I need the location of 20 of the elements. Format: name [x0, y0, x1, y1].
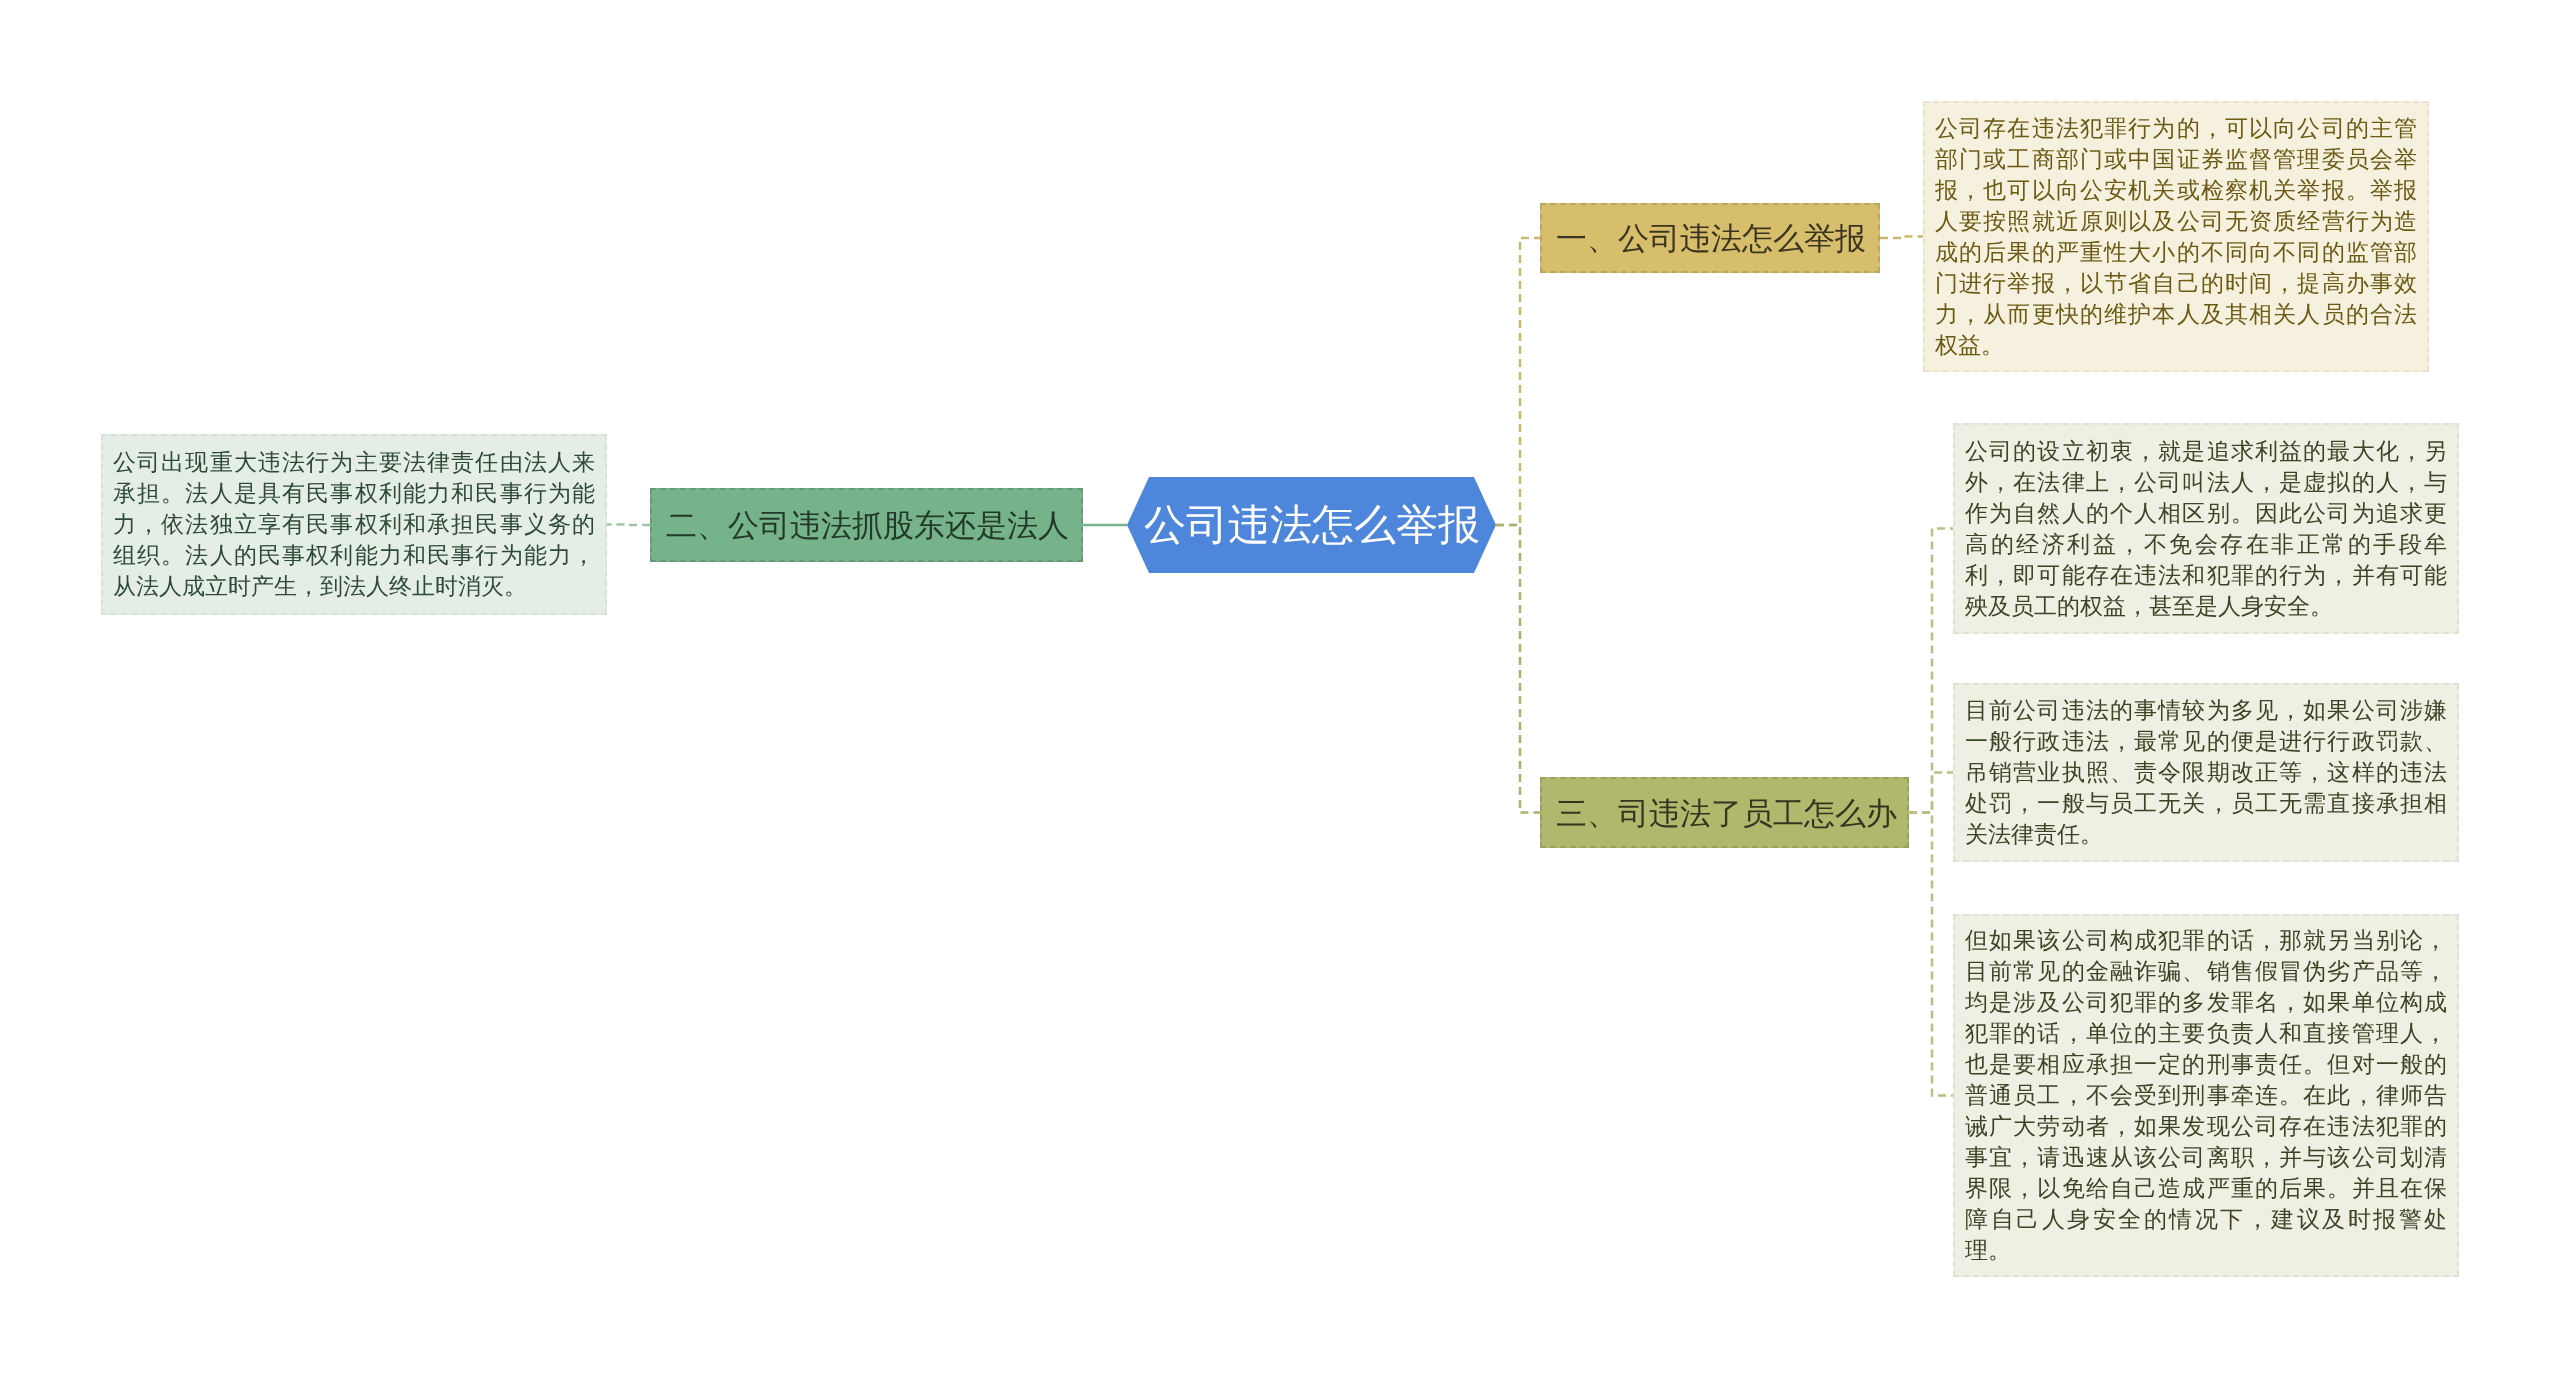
note-box	[1953, 423, 2459, 634]
connector-line	[1496, 523, 1540, 814]
topic-label: 二、公司违法抓股东还是法人	[666, 506, 1069, 545]
topic-box	[1540, 777, 1909, 848]
connector-line	[1909, 811, 1953, 1097]
note-text: 公司的设立初衷，就是追求利益的最大化，另外，在法律上，公司叫法人，是虚拟的人，与作为自然人的个人相区别。因此公司为追求更高的经济利益，不免会存在非正常的手段牟利，即可能存在违法和犯罪的行为，并有可能殃及员工的权益，甚至是人身安全。	[1965, 436, 2447, 621]
topic-box	[650, 488, 1083, 562]
note-text: 目前公司违法的事情较为多见，如果公司涉嫌一般行政违法，最常见的便是进行行政罚款、吊销营业执照、责令限期改正等，这样的违法处罚，一般与员工无关，员工无需直接承担相关法律责任。	[1965, 696, 2447, 849]
connector-line	[1083, 523, 1127, 527]
topic-label: 公司违法怎么举报	[1143, 499, 1480, 551]
note-text: 公司存在违法犯罪行为的，可以向公司的主管部门或工商部门或中国证券监督管理委员会举报，也可以向公安机关或检察机关举报。举报人要按照就近原则以及公司无资质经营行为造成的后果的严重性大小的不同向不同的监管部门进行举报，以节省自己的时间，提高办事效力，从而更快的维护本人及其相关人员的合法权益。	[1935, 113, 2417, 360]
connector-line	[607, 523, 650, 527]
connector-line	[1880, 235, 1923, 240]
note-text: 公司出现重大违法行为主要法律责任由法人来承担。法人是具有民事权利能力和民事行为能力，依法独立享有民事权利和承担民事义务的组织。法人的民事权利能力和民事行为能力，从法人成立时产生，到法人终止时消灭。	[113, 448, 595, 601]
topic-label: 三、司违法了员工怎么办	[1556, 793, 1897, 833]
topic-box	[1540, 203, 1880, 273]
note-box	[1953, 683, 2459, 862]
note-box	[101, 434, 607, 615]
topic-label: 一、公司违法怎么举报	[1556, 219, 1866, 258]
note-text: 但如果该公司构成犯罪的话，那就另当别论，目前常见的金融诈骗、销售假冒伪劣产品等，均是涉及公司犯罪的多发罪名，如果单位构成犯罪的话，单位的主要负责人和直接管理人，也是要相应承担一定的刑事责任。但对一般的普通员工，不会受到刑事牵连。在此，律师告诫广大劳动者，如果发现公司存在违法犯罪的事宜，请迅速从该公司离职，并与该公司划清界限，以免给自己造成严重的后果。并且在保障自己人身安全的情况下，建议及时报警处理。	[1965, 926, 2447, 1265]
